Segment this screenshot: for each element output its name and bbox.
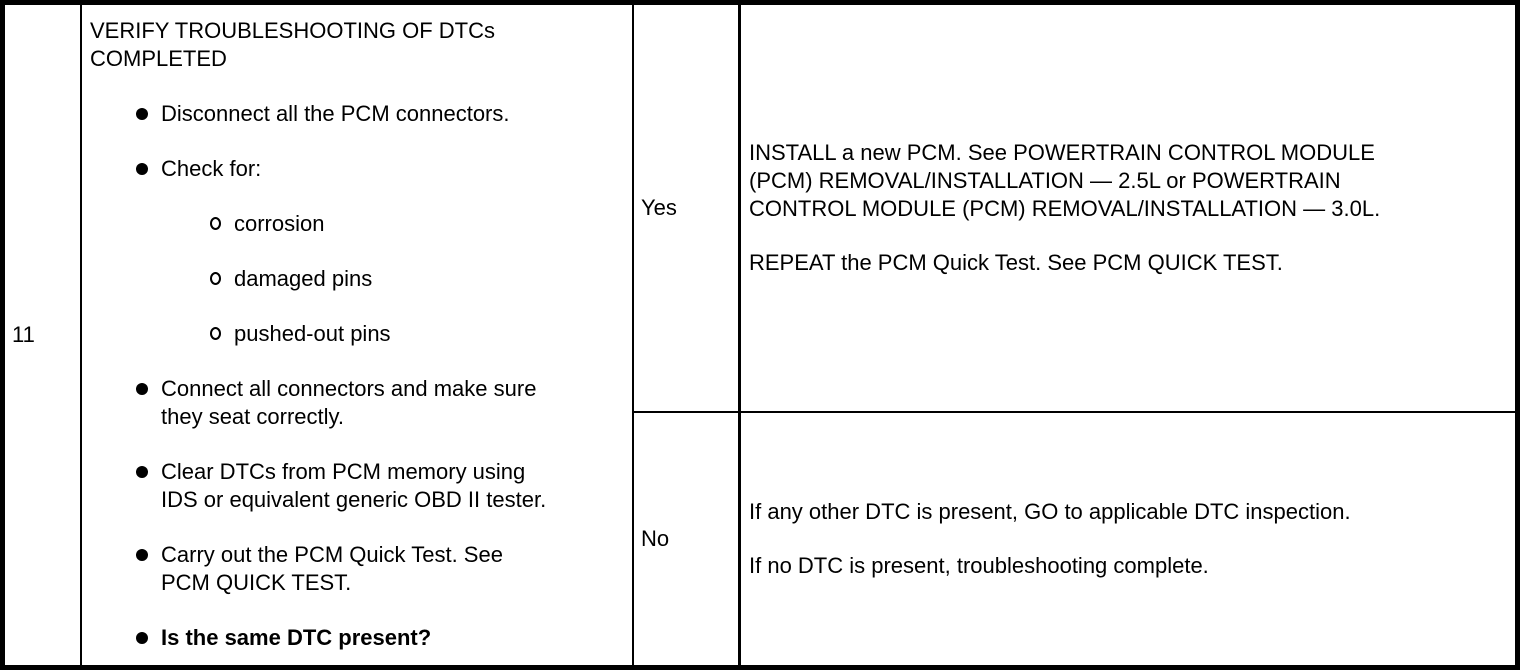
list-item-text: Carry out the PCM Quick Test. See PCM QU… [161, 542, 503, 595]
bullet-icon [136, 383, 148, 395]
yes-result-row: Yes INSTALL a new PCM. See POWERTRAIN CO… [634, 5, 1515, 411]
action-paragraph: If any other DTC is present, GO to appli… [749, 499, 1351, 524]
list-item: Check for: [90, 155, 624, 183]
results-section: Yes INSTALL a new PCM. See POWERTRAIN CO… [634, 5, 1515, 665]
action-paragraph: INSTALL a new PCM. See POWERTRAIN CONTRO… [749, 140, 1381, 221]
list-item: Clear DTCs from PCM memory using IDS or … [90, 458, 624, 514]
bullet-icon [136, 163, 148, 175]
sub-bullet-icon [210, 217, 221, 230]
action-paragraph: REPEAT the PCM Quick Test. See PCM QUICK… [749, 250, 1283, 275]
no-label: No [641, 526, 670, 551]
yes-label: Yes [641, 195, 677, 220]
list-item-question: Is the same DTC present? [90, 624, 624, 652]
procedure-cell: VERIFY TROUBLESHOOTING OF DTCs COMPLETED… [82, 5, 634, 665]
bullet-icon [136, 108, 148, 120]
no-result-row: No If any other DTC is present, GO to ap… [634, 411, 1515, 665]
procedure-title: VERIFY TROUBLESHOOTING OF DTCs COMPLETED [90, 18, 496, 71]
sub-list-item: corrosion [90, 210, 624, 238]
question-text: Is the same DTC present? [161, 625, 432, 650]
sub-list-item-text: pushed-out pins [234, 321, 391, 346]
list-item-text: Connect all connectors and make sure the… [161, 376, 537, 429]
list-item: Disconnect all the PCM connectors. [90, 100, 624, 128]
no-label-cell: No [634, 413, 741, 665]
sub-list-item-text: corrosion [234, 211, 325, 236]
bullet-icon [136, 549, 148, 561]
action-paragraph: If no DTC is present, troubleshooting co… [749, 553, 1209, 578]
yes-label-cell: Yes [634, 5, 741, 411]
list-item: Carry out the PCM Quick Test. See PCM QU… [90, 541, 624, 597]
sub-list-item-text: damaged pins [234, 266, 373, 291]
sub-list-item: pushed-out pins [90, 320, 624, 348]
sub-list-item: damaged pins [90, 265, 624, 293]
yes-action-cell: INSTALL a new PCM. See POWERTRAIN CONTRO… [741, 5, 1515, 411]
step-number-cell: 11 [5, 5, 82, 665]
sub-bullet-icon [210, 327, 221, 340]
list-item-text: Clear DTCs from PCM memory using IDS or … [161, 459, 547, 512]
bullet-icon [136, 466, 148, 478]
list-item: Connect all connectors and make sure the… [90, 375, 624, 431]
sub-bullet-icon [210, 272, 221, 285]
list-item-text: Disconnect all the PCM connectors. [161, 101, 510, 126]
no-action-cell: If any other DTC is present, GO to appli… [741, 413, 1515, 665]
bullet-icon [136, 632, 148, 644]
list-item-text: Check for: [161, 156, 262, 181]
step-number: 11 [12, 322, 35, 347]
